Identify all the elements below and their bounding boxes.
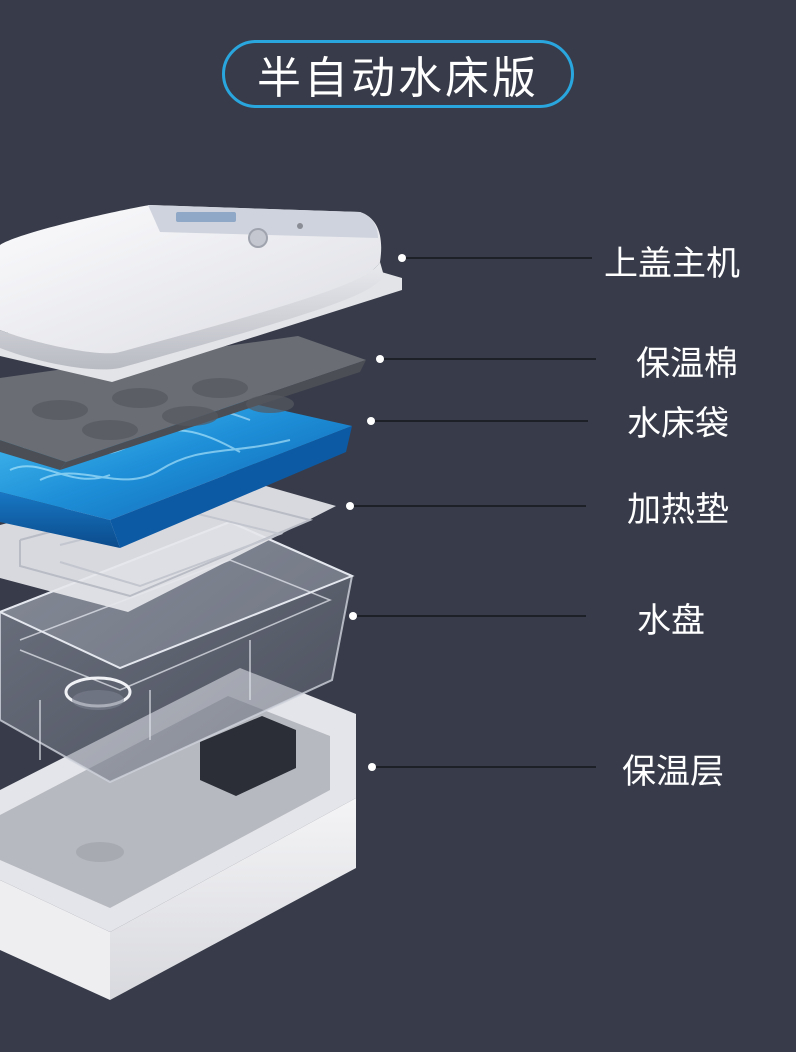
leader-dot-pad	[346, 502, 354, 510]
insulation-base	[0, 668, 356, 1000]
top-lid-host	[0, 205, 402, 382]
leader-dot-cotton	[376, 355, 384, 363]
label-heating-pad: 加热垫	[627, 490, 729, 530]
leader-dot-lid	[398, 254, 406, 262]
label-insulation-cotton: 保温棉	[636, 344, 738, 384]
leader-dot-tray	[349, 612, 357, 620]
leader-dot-base	[368, 763, 376, 771]
label-water-tray: 水盘	[637, 601, 705, 641]
page-title: 半自动水床版	[257, 53, 539, 104]
label-top-lid: 上盖主机	[604, 244, 740, 284]
leader-lines	[346, 254, 596, 771]
label-insulation-layer: 保温层	[622, 752, 724, 792]
label-water-bed-bag: 水床袋	[627, 404, 729, 444]
leader-dot-bag	[367, 417, 375, 425]
title-badge: 半自动水床版	[222, 40, 574, 108]
